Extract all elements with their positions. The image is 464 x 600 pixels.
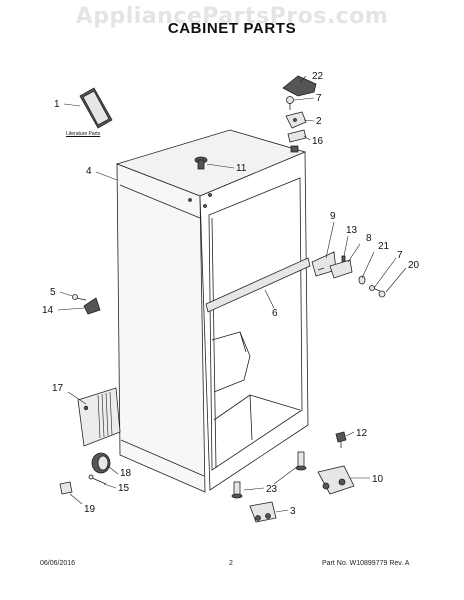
callout-20: 20 bbox=[408, 260, 420, 271]
top-hinge bbox=[285, 111, 307, 129]
footer-date: 06/06/2016 bbox=[40, 560, 76, 567]
leader-lines bbox=[57, 75, 407, 513]
top-hinge-cover bbox=[282, 75, 317, 97]
door-stop-screw bbox=[72, 294, 87, 301]
front-leveling-screw bbox=[335, 431, 347, 448]
literature-booklet bbox=[79, 87, 113, 129]
callout-10: 10 bbox=[372, 474, 384, 485]
callout-21: 21 bbox=[378, 241, 390, 252]
front-roller bbox=[249, 501, 277, 523]
callout-7-center: 7 bbox=[397, 250, 403, 261]
literature-parts-label: Literature Parts bbox=[66, 131, 101, 137]
callout-15: 15 bbox=[118, 483, 130, 494]
caster-plug bbox=[59, 481, 73, 495]
callout-11: 11 bbox=[236, 163, 247, 174]
leveling-leg-right bbox=[295, 451, 307, 471]
hinge-screw-center bbox=[369, 285, 381, 292]
top-grommet bbox=[194, 156, 208, 170]
footer-page-number: 2 bbox=[229, 560, 233, 567]
callout-17: 17 bbox=[52, 383, 64, 394]
callout-numbers: 1 2 3 4 5 6 7 7 8 9 10 11 12 13 14 15 16… bbox=[42, 71, 420, 517]
refrigerator-cabinet bbox=[115, 129, 311, 493]
callout-19: 19 bbox=[84, 504, 96, 515]
callout-12: 12 bbox=[356, 428, 368, 439]
watermark: AppliancePartsPros.com bbox=[75, 4, 389, 29]
leveling-leg-left bbox=[231, 481, 243, 499]
machine-compartment-cover bbox=[77, 387, 121, 447]
callout-9: 9 bbox=[330, 211, 336, 222]
roller-screw bbox=[88, 474, 107, 485]
callout-8: 8 bbox=[366, 233, 372, 244]
hinge-bracket bbox=[329, 259, 353, 279]
hinge-screw-top bbox=[286, 96, 294, 110]
callout-2: 2 bbox=[316, 116, 322, 127]
rear-roller bbox=[91, 452, 111, 474]
callout-22: 22 bbox=[312, 71, 324, 82]
door-stop bbox=[83, 297, 101, 315]
callout-7-top: 7 bbox=[316, 93, 322, 104]
footer-part-number: Part No. W10899779 Rev. A bbox=[322, 560, 410, 567]
callout-18: 18 bbox=[120, 468, 132, 479]
callout-4: 4 bbox=[86, 166, 92, 177]
hinge-washer bbox=[358, 275, 366, 285]
front-roller-assembly bbox=[317, 465, 355, 495]
callout-23: 23 bbox=[266, 484, 278, 495]
page-title: CABINET PARTS bbox=[167, 20, 297, 37]
callout-16: 16 bbox=[312, 136, 324, 147]
callout-3: 3 bbox=[290, 506, 296, 517]
hinge-cap bbox=[378, 290, 386, 298]
callout-5: 5 bbox=[50, 287, 56, 298]
callout-1: 1 bbox=[54, 99, 60, 110]
callout-14: 14 bbox=[42, 305, 54, 316]
callout-13: 13 bbox=[346, 225, 358, 236]
hinge-shim bbox=[287, 129, 307, 143]
callout-6: 6 bbox=[272, 308, 278, 319]
